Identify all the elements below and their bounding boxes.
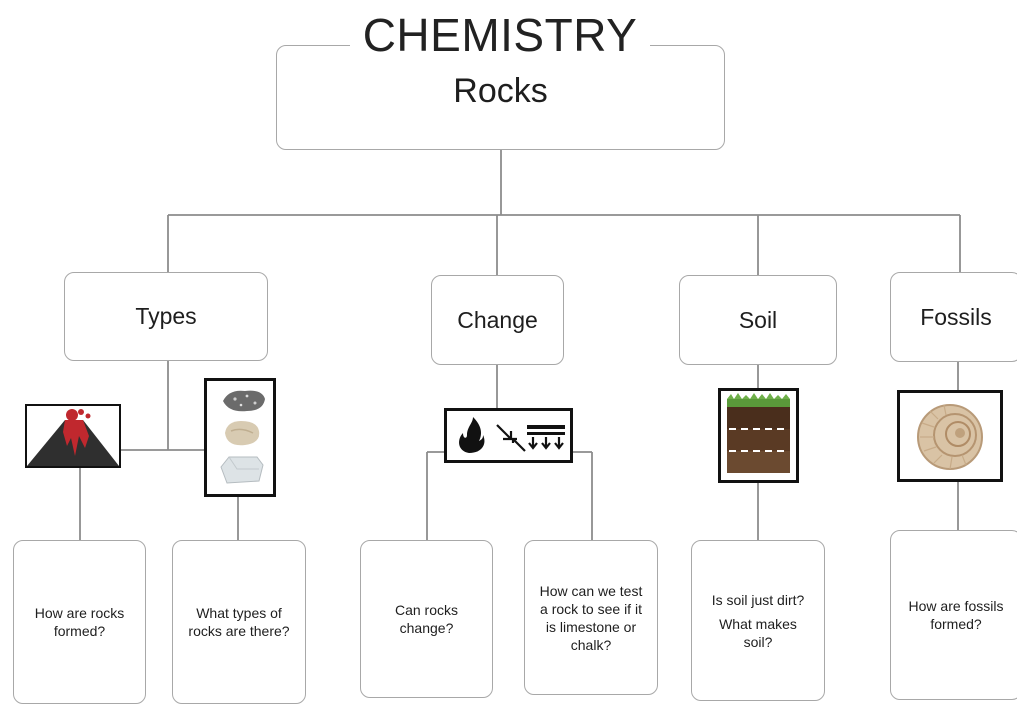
root-label: Rocks — [453, 72, 548, 110]
category-change: Change — [431, 275, 564, 365]
question-rocks-change: Can rocks change? — [360, 540, 493, 698]
category-label: Soil — [738, 306, 778, 333]
question-soil: Is soil just dirt? What makes soil? — [691, 540, 825, 701]
question-rocks-formed: How are rocks formed? — [13, 540, 146, 704]
fire-compression-sediment-icon — [444, 408, 573, 463]
volcano-icon — [25, 404, 121, 468]
ammonite-fossil-icon — [897, 390, 1003, 482]
category-soil: Soil — [679, 275, 837, 365]
question-fossils-formed: How are fossils formed? — [890, 530, 1017, 700]
question-test-rock: How can we test a rock to see if it is l… — [524, 540, 658, 695]
category-label: Fossils — [920, 303, 992, 330]
diagram-title: CHEMISTRY — [350, 6, 650, 64]
category-fossils: Fossils — [890, 272, 1017, 362]
category-label: Change — [457, 306, 538, 333]
category-label: Types — [135, 303, 197, 329]
rock-samples-icon — [204, 378, 276, 497]
question-rock-types: What types of rocks are there? — [172, 540, 306, 704]
soil-layers-icon — [718, 388, 799, 483]
category-types: Types — [64, 272, 268, 361]
